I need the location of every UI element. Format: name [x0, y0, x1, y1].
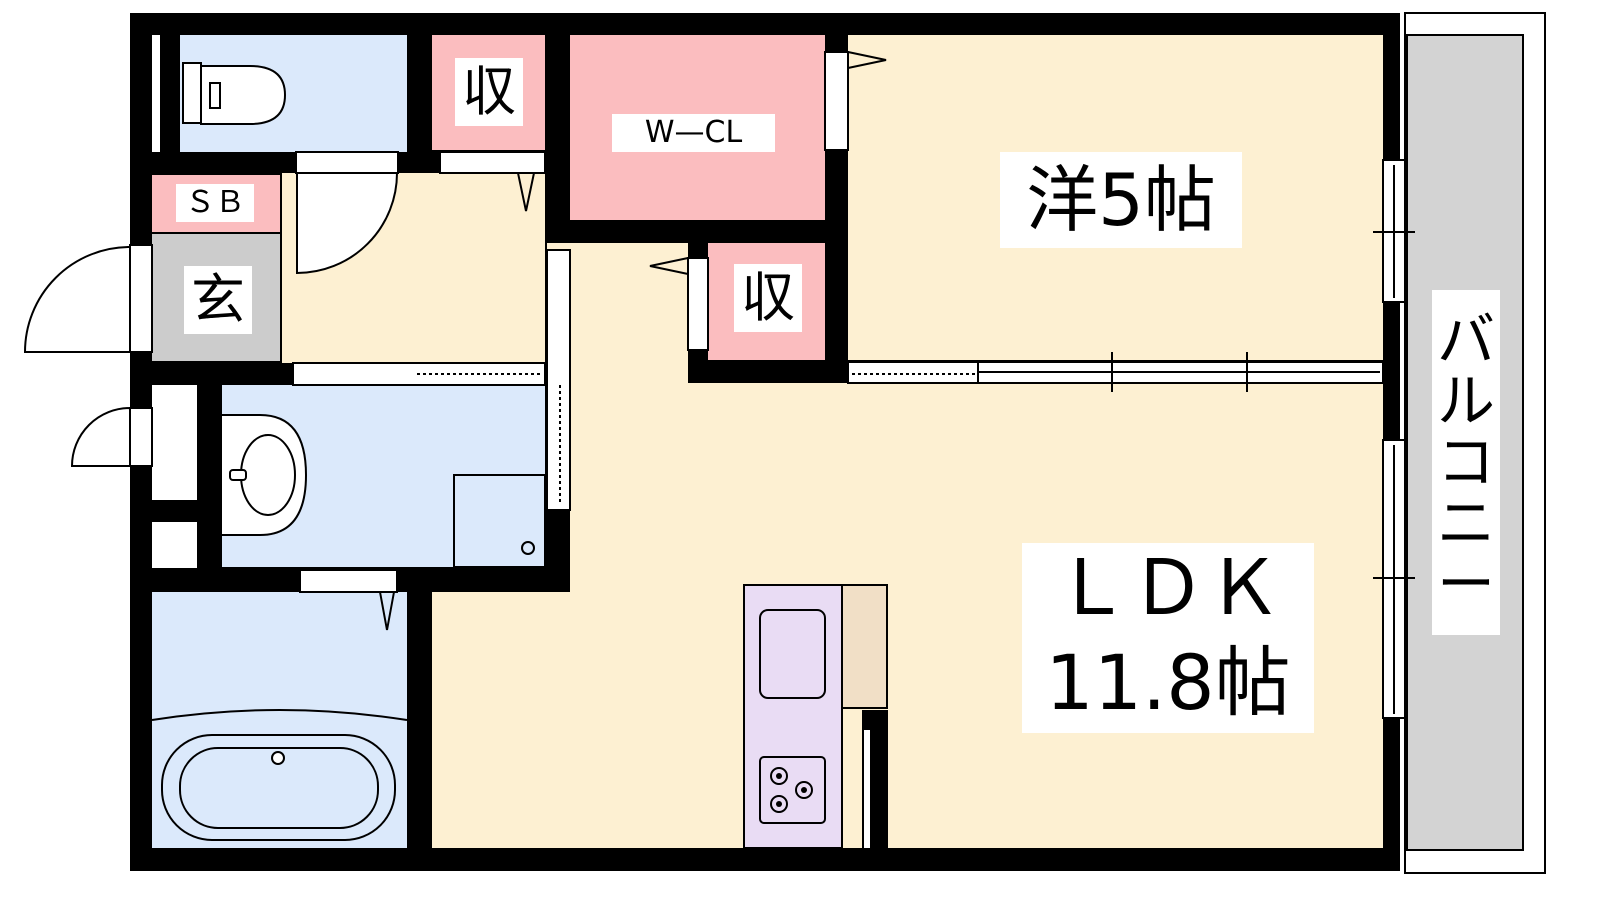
washroom-sliding-door-icon[interactable]	[292, 362, 546, 386]
storage-middle-label: 収	[734, 264, 802, 332]
balcony-label-char-4: ニ	[1436, 488, 1495, 557]
washroom-side-sliding-door-icon[interactable]	[546, 249, 571, 511]
entrance-label: 玄	[184, 266, 252, 334]
storage-middle-door-icon[interactable]	[649, 257, 709, 351]
kitchen-sink-icon	[759, 609, 826, 699]
balcony-label-char-1: バ	[1436, 306, 1495, 375]
bathtub-icon	[151, 709, 408, 841]
storage-top-label: 収	[455, 58, 523, 126]
shoe-box-label: ＳＢ	[176, 184, 254, 222]
kitchen-partition-gap	[864, 730, 870, 848]
entrance-door-icon[interactable]	[23, 244, 153, 353]
utility-door-icon[interactable]	[70, 406, 153, 467]
walk-in-closet-label: W—CL	[612, 114, 775, 152]
balcony-label-char-2: ル	[1436, 367, 1495, 436]
balcony-label-char-3: コ	[1436, 428, 1495, 497]
ldk-window-icon	[1373, 439, 1415, 719]
balcony-label: バ ル コ ニ ー	[1432, 290, 1500, 635]
toilet-door-icon[interactable]	[295, 151, 399, 275]
ldk-label: ＬＤＫ	[1022, 543, 1314, 633]
washing-machine-space	[453, 474, 546, 568]
western-room-window-icon	[1373, 159, 1415, 303]
western-room-label: 洋5帖	[1000, 152, 1242, 248]
walk-in-closet-door-icon[interactable]	[824, 51, 887, 151]
balcony-label-char-5: ー	[1436, 549, 1495, 618]
washbasin-icon	[222, 414, 308, 536]
stove-burner-icon	[759, 756, 826, 824]
utility-niche-1	[152, 385, 197, 500]
utility-niche-2	[152, 522, 197, 568]
drain-icon	[521, 541, 535, 555]
western-room-sliding-door-icon[interactable]	[847, 352, 1384, 392]
bathroom-door-icon[interactable]	[299, 569, 398, 631]
kitchen-counter	[743, 584, 843, 849]
ldk-area-label: 11.8帖	[1022, 633, 1314, 733]
storage-top-door-icon[interactable]	[439, 151, 546, 212]
kitchen-side-counter	[841, 584, 888, 709]
toilet-side-strip	[152, 35, 160, 152]
toilet-icon	[182, 62, 287, 125]
